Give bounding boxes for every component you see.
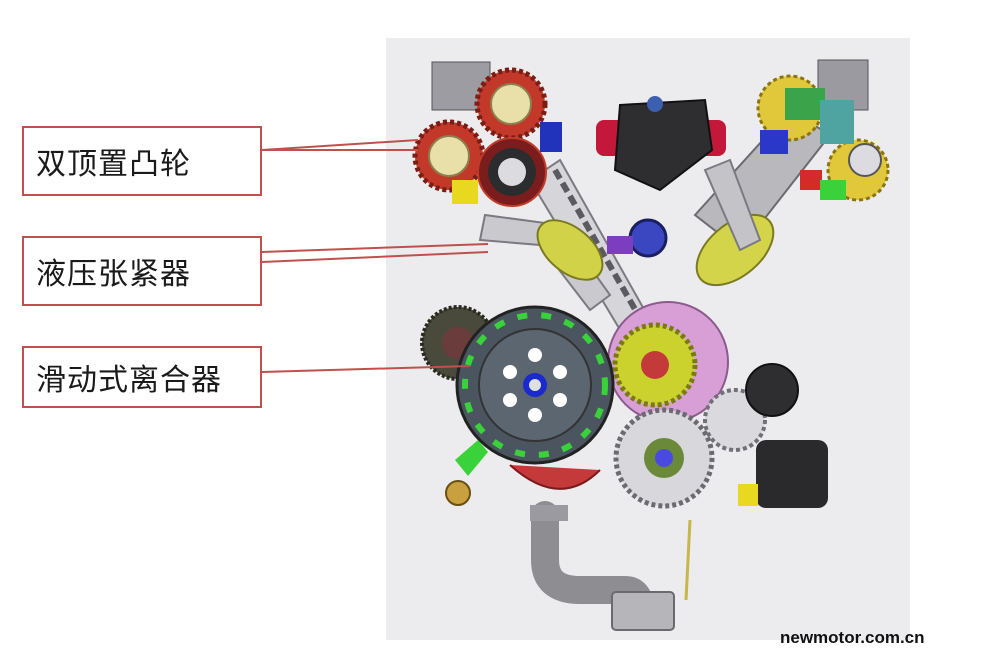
label-clutch: 滑动式离合器 (22, 346, 262, 408)
label-camshaft: 双顶置凸轮 (22, 126, 262, 196)
right-camshaft-gear (756, 59, 890, 202)
primary-drive-gear (612, 322, 698, 408)
right-cylinder (693, 108, 832, 287)
oil-filter (756, 440, 828, 508)
balancer-gear (613, 407, 715, 509)
leader-line-clutch (261, 365, 471, 373)
label-tensioner: 液压张紧器 (22, 236, 262, 306)
leader-line-camshaft-1 (261, 139, 419, 151)
clutch-lever (455, 440, 488, 476)
thermostat-housing (596, 96, 726, 192)
watermark: newmotor.com.cn (780, 628, 925, 647)
leader-line-tensioner-1 (261, 243, 489, 253)
slipper-clutch (455, 305, 615, 465)
left-camshaft-gears (412, 61, 562, 207)
starter-motor (745, 363, 799, 417)
leader-line-tensioner-2 (261, 251, 489, 263)
left-piston (536, 219, 604, 281)
oil-pipe (530, 501, 692, 631)
sensor (607, 236, 633, 254)
